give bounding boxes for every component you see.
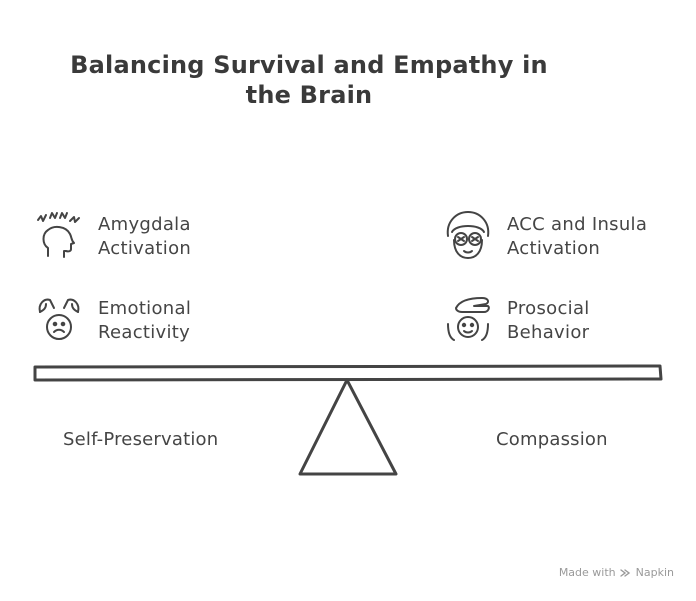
reactive-face-icon bbox=[38, 298, 80, 340]
brain-face-icon bbox=[446, 211, 490, 259]
compassion-label: Compassion bbox=[496, 429, 608, 450]
napkin-brand-label: Napkin bbox=[635, 566, 674, 579]
seesaw-fulcrum bbox=[298, 378, 398, 476]
emotional-reactivity-label: Emotional Reactivity bbox=[98, 298, 192, 343]
alarmed-head-icon bbox=[37, 212, 80, 258]
self-preservation-label: Self-Preservation bbox=[63, 429, 219, 450]
amygdala-activation-label: Amygdala Activation bbox=[98, 214, 192, 259]
made-with-label: Made with bbox=[558, 566, 616, 579]
made-with-napkin: Made with Napkin bbox=[559, 566, 674, 579]
caring-hand-icon bbox=[447, 297, 490, 341]
prosocial-behavior-label: Prosocial Behavior bbox=[507, 298, 590, 343]
seesaw-beam bbox=[33, 364, 663, 382]
napkin-logo-icon bbox=[619, 568, 630, 577]
acc-insula-activation-label: ACC and Insula Activation bbox=[507, 214, 648, 259]
diagram-title: Balancing Survival and Empathy in the Br… bbox=[70, 51, 548, 109]
